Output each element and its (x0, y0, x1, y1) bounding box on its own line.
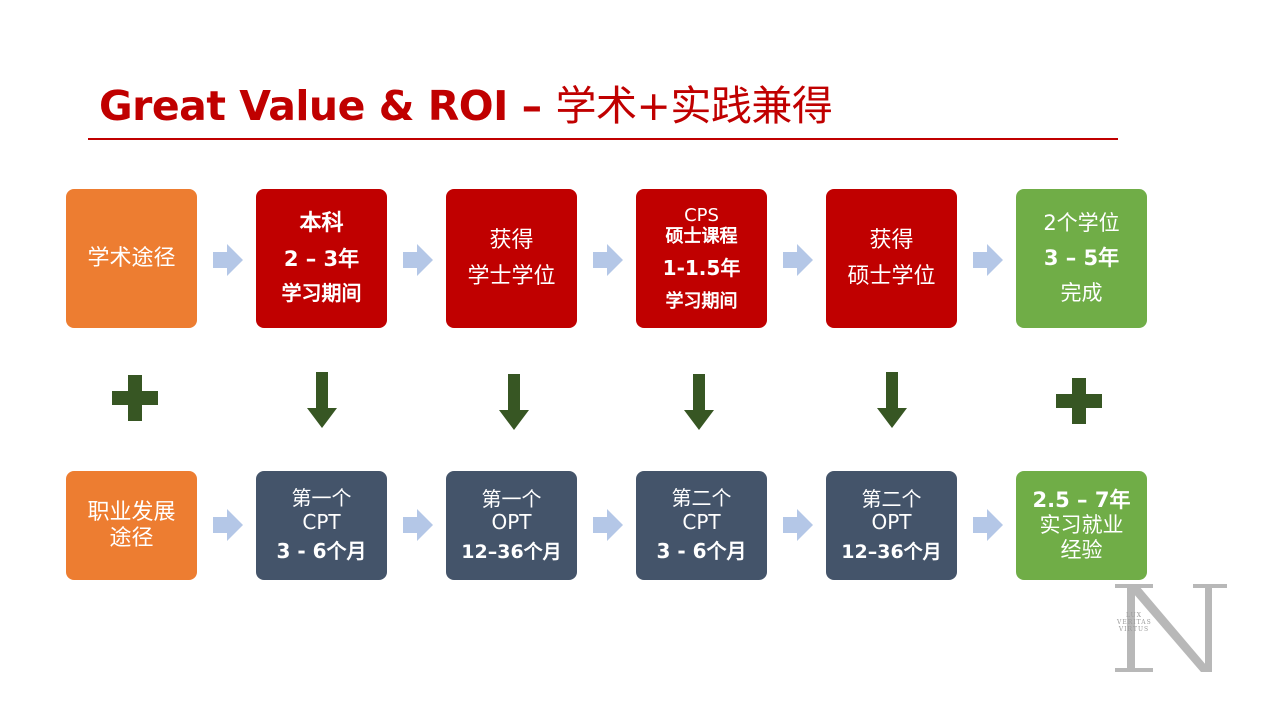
career-step-first-opt: 第一个 OPT 12–36个月 (446, 471, 577, 580)
academic-path-label: 学术途径 (87, 245, 176, 271)
experience-duration: 2.5 – 7年 (1032, 488, 1131, 513)
right-arrow-icon (403, 244, 433, 276)
right-arrow-icon (783, 244, 813, 276)
plus-icon (112, 375, 158, 421)
crest-word-lux: LUX (1126, 612, 1142, 619)
career-step-second-opt: 第二个 OPT 12–36个月 (826, 471, 957, 580)
career-path-label-line2: 途径 (109, 525, 154, 551)
second-label: 第二个 (671, 486, 732, 511)
master-degree-label: 硕士学位 (847, 263, 936, 289)
title-main: Great Value & ROI – (99, 82, 556, 130)
career-step-second-cpt: 第二个 CPT 3 - 6个月 (636, 471, 767, 580)
opt-duration: 12–36个月 (841, 540, 942, 563)
cpt-duration: 3 - 6个月 (656, 539, 747, 564)
crest-word-virtus: VIRTUS (1118, 626, 1150, 634)
internship-employment-label: 实习就业 (1039, 513, 1124, 538)
career-path-label-box: 职业发展 途径 (66, 471, 197, 580)
first-label: 第一个 (291, 486, 352, 511)
right-arrow-icon (593, 244, 623, 276)
right-arrow-icon (213, 244, 243, 276)
career-step-first-cpt: 第一个 CPT 3 - 6个月 (256, 471, 387, 580)
cpt-label: CPT (302, 509, 341, 534)
down-arrow-icon (684, 374, 714, 430)
academic-step-master-degree: 获得 硕士学位 (826, 189, 957, 328)
bachelor-study-period: 学习期间 (281, 281, 362, 306)
opt-label: OPT (871, 510, 912, 535)
two-degrees-label: 2个学位 (1043, 211, 1120, 236)
academic-step-bachelor-degree: 获得 学士学位 (446, 189, 577, 328)
master-duration: 1-1.5年 (662, 256, 741, 281)
academic-path-label-box: 学术途径 (66, 189, 197, 328)
opt-label: OPT (491, 510, 532, 535)
bachelor-degree-label: 学士学位 (467, 263, 556, 289)
page-title: Great Value & ROI – 学术+实践兼得 (99, 72, 833, 132)
completion-label: 完成 (1060, 280, 1103, 305)
cpt-label: CPT (682, 509, 721, 534)
down-arrow-icon (499, 374, 529, 430)
down-arrow-icon (307, 372, 337, 428)
crest-motto: LUX VERITAS VIRTUS (1117, 612, 1151, 633)
academic-step-bachelor-study: 本科 2 – 3年 学习期间 (256, 189, 387, 328)
second-label: 第二个 (861, 486, 922, 511)
academic-total-duration: 3 – 5年 (1043, 246, 1120, 271)
right-arrow-icon (973, 509, 1003, 541)
crest-word-veritas: VERITAS (1117, 619, 1152, 627)
right-arrow-icon (593, 509, 623, 541)
title-chinese: 学术+实践兼得 (555, 82, 833, 130)
career-result-box: 2.5 – 7年 实习就业 经验 (1016, 471, 1147, 580)
master-program-label: 硕士课程 (665, 226, 738, 248)
cps-label: CPS (684, 204, 719, 226)
plus-icon (1056, 378, 1102, 424)
obtain-label: 获得 (869, 227, 914, 253)
right-arrow-icon (973, 244, 1003, 276)
bachelor-duration: 2 – 3年 (283, 247, 360, 272)
title-divider (88, 138, 1118, 140)
right-arrow-icon (783, 509, 813, 541)
academic-result-box: 2个学位 3 – 5年 完成 (1016, 189, 1147, 328)
career-path-label-line1: 职业发展 (87, 499, 176, 525)
bachelor-label: 本科 (299, 211, 344, 237)
cpt-duration: 3 - 6个月 (276, 539, 367, 564)
opt-duration: 12–36个月 (461, 540, 562, 563)
down-arrow-icon (877, 372, 907, 428)
northeastern-n-logo (1115, 584, 1227, 672)
obtain-label: 获得 (489, 227, 534, 253)
academic-step-cps-master: CPS 硕士课程 1-1.5年 学习期间 (636, 189, 767, 328)
master-study-period: 学习期间 (665, 290, 738, 312)
experience-label: 经验 (1060, 537, 1103, 562)
right-arrow-icon (403, 509, 433, 541)
right-arrow-icon (213, 509, 243, 541)
first-label: 第一个 (481, 486, 542, 511)
